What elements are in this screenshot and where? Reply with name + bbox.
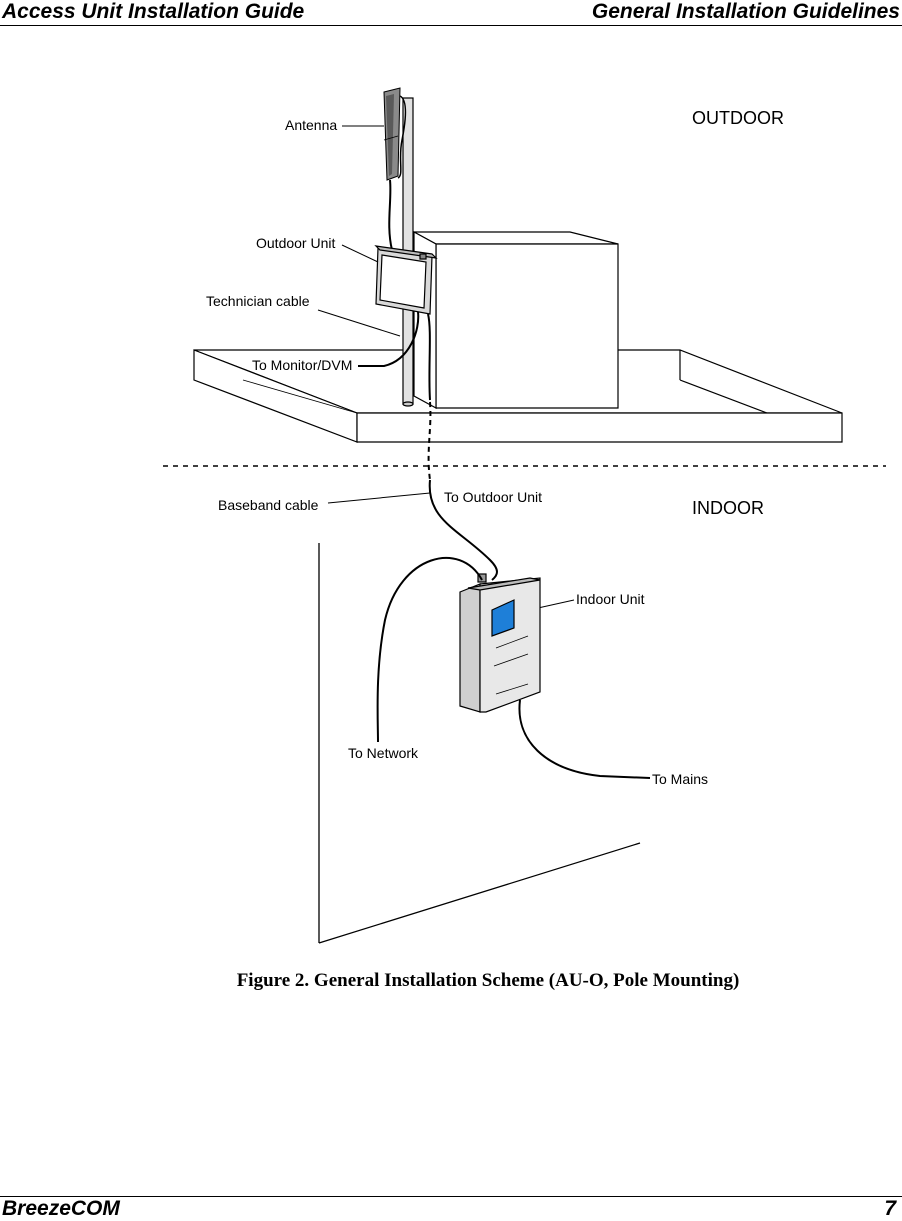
running-header-section: General Installation Guidelines bbox=[591, 0, 900, 23]
label-to-monitor: To Monitor/DVM bbox=[252, 357, 352, 373]
label-to-mains: To Mains bbox=[652, 771, 708, 787]
antenna-cable bbox=[388, 179, 393, 251]
outdoor-unit-icon bbox=[374, 245, 438, 315]
label-outdoor-unit: Outdoor Unit bbox=[256, 235, 335, 251]
label-to-outdoor-unit: To Outdoor Unit bbox=[444, 489, 542, 505]
indoor-unit-icon bbox=[459, 573, 541, 713]
label-indoor-zone: INDOOR bbox=[692, 498, 764, 518]
baseband-cable-outdoor bbox=[427, 313, 431, 401]
baseband-cable-indoor bbox=[428, 479, 498, 581]
running-header-title: Access Unit Installation Guide bbox=[2, 0, 305, 23]
label-to-network: To Network bbox=[348, 745, 419, 761]
page-number: 7 bbox=[884, 1197, 896, 1220]
label-antenna: Antenna bbox=[285, 117, 337, 133]
baseband-cable-through-roof bbox=[427, 401, 432, 481]
leader-lines bbox=[317, 125, 575, 609]
antenna-icon bbox=[383, 87, 407, 181]
header-rule bbox=[0, 25, 902, 26]
technician-cable bbox=[358, 311, 420, 367]
mains-cable bbox=[518, 699, 651, 779]
label-outdoor-zone: OUTDOOR bbox=[692, 108, 784, 128]
label-technician-cable: Technician cable bbox=[206, 293, 310, 309]
network-cable bbox=[376, 556, 483, 743]
figure-caption: Figure 2. General Installation Scheme (A… bbox=[236, 970, 740, 991]
footer-brand: BreezeCOM bbox=[2, 1197, 120, 1220]
footer-rule bbox=[0, 1196, 902, 1197]
rooftop-box bbox=[413, 230, 619, 410]
label-indoor-unit: Indoor Unit bbox=[576, 591, 645, 607]
indoor-wall bbox=[318, 543, 641, 944]
label-baseband-cable: Baseband cable bbox=[218, 497, 319, 513]
